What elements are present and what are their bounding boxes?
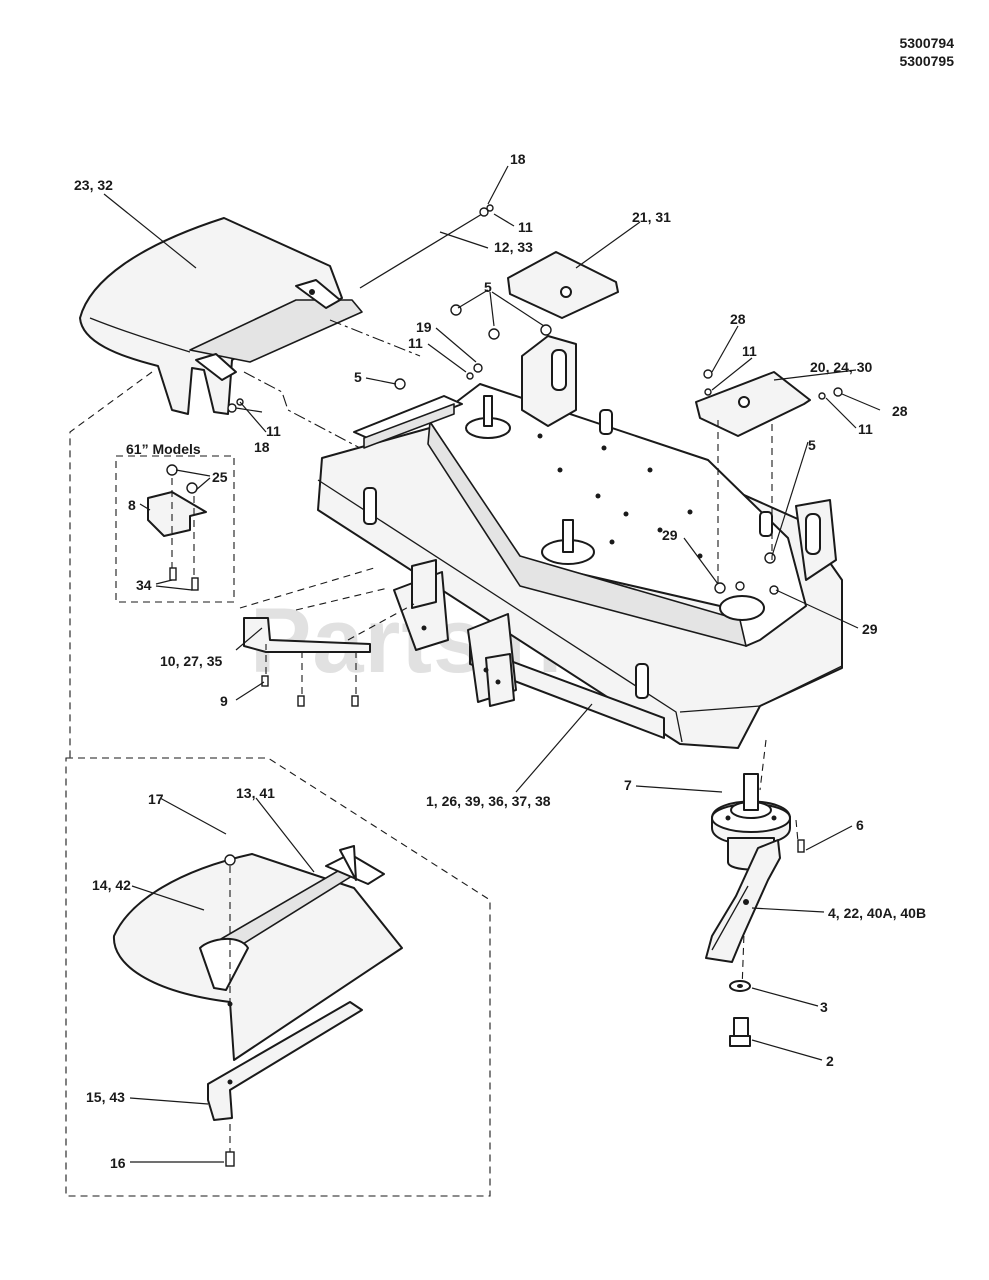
callout-11-mid: 11	[408, 335, 423, 351]
callout-5-left: 5	[354, 369, 362, 385]
belt-cover-right	[695, 371, 811, 437]
callout-7: 7	[624, 777, 632, 793]
doc-number-1: 5300794	[899, 35, 954, 51]
mulch-kit-box	[65, 757, 491, 1197]
mower-deck-housing	[317, 335, 843, 749]
mulch-plug-assembly	[112, 845, 403, 1061]
callout-3: 3	[820, 999, 828, 1015]
blade-washer-and-bolt	[729, 980, 751, 1047]
callout-12-33: 12, 33	[494, 239, 533, 255]
alignment-lines	[243, 319, 799, 991]
callout-34: 34	[136, 577, 152, 593]
kit-boundary-lines	[65, 371, 491, 1197]
callout-11-right: 11	[742, 343, 757, 359]
callout-13-41: 13, 41	[236, 785, 275, 801]
belt-cover-left	[507, 251, 619, 319]
callout-5-top: 5	[484, 279, 492, 295]
callout-29-mid: 29	[662, 527, 678, 543]
callout-21-31: 21, 31	[632, 209, 671, 225]
callout-labels: 18 23, 32 11 12, 33 21, 31 5 19 11 5 28 …	[74, 151, 926, 1171]
callout-8: 8	[128, 497, 136, 513]
doc-number-2: 5300795	[899, 53, 954, 69]
inset-title: 61” Models	[126, 441, 201, 457]
mower-blade	[705, 839, 781, 963]
callout-11-top: 11	[518, 219, 533, 235]
callout-18-top: 18	[510, 151, 526, 167]
callout-2: 2	[826, 1053, 834, 1069]
callout-16: 16	[110, 1155, 126, 1171]
callout-1-26-39-36-37-38: 1, 26, 39, 36, 37, 38	[426, 793, 551, 809]
discharge-chute	[79, 217, 363, 415]
pivot-rod	[359, 204, 494, 289]
callout-15-43: 15, 43	[86, 1089, 125, 1105]
callout-5-right: 5	[808, 437, 816, 453]
callout-14-42: 14, 42	[92, 877, 131, 893]
callout-28-top: 28	[730, 311, 746, 327]
callout-11-right2: 11	[858, 421, 873, 437]
front-baffle	[239, 567, 415, 707]
callout-9: 9	[220, 693, 228, 709]
callout-4-22-40a-40b: 4, 22, 40A, 40B	[828, 905, 926, 921]
leader-lines	[103, 165, 881, 1163]
inset-61-parts	[147, 464, 207, 591]
callout-10-27-35: 10, 27, 35	[160, 653, 222, 669]
callout-11-left: 11	[266, 423, 281, 439]
callout-18-left: 18	[254, 439, 270, 455]
callout-20-24-30: 20, 24, 30	[810, 359, 872, 375]
mulch-bracket	[207, 1001, 363, 1167]
callout-28-right: 28	[892, 403, 908, 419]
callout-6: 6	[856, 817, 864, 833]
callout-29-right: 29	[862, 621, 878, 637]
callout-25: 25	[212, 469, 228, 485]
document-numbers: 5300794 5300795	[899, 35, 954, 69]
callout-17: 17	[148, 791, 164, 807]
callout-19: 19	[416, 319, 432, 335]
callout-23-32: 23, 32	[74, 177, 113, 193]
